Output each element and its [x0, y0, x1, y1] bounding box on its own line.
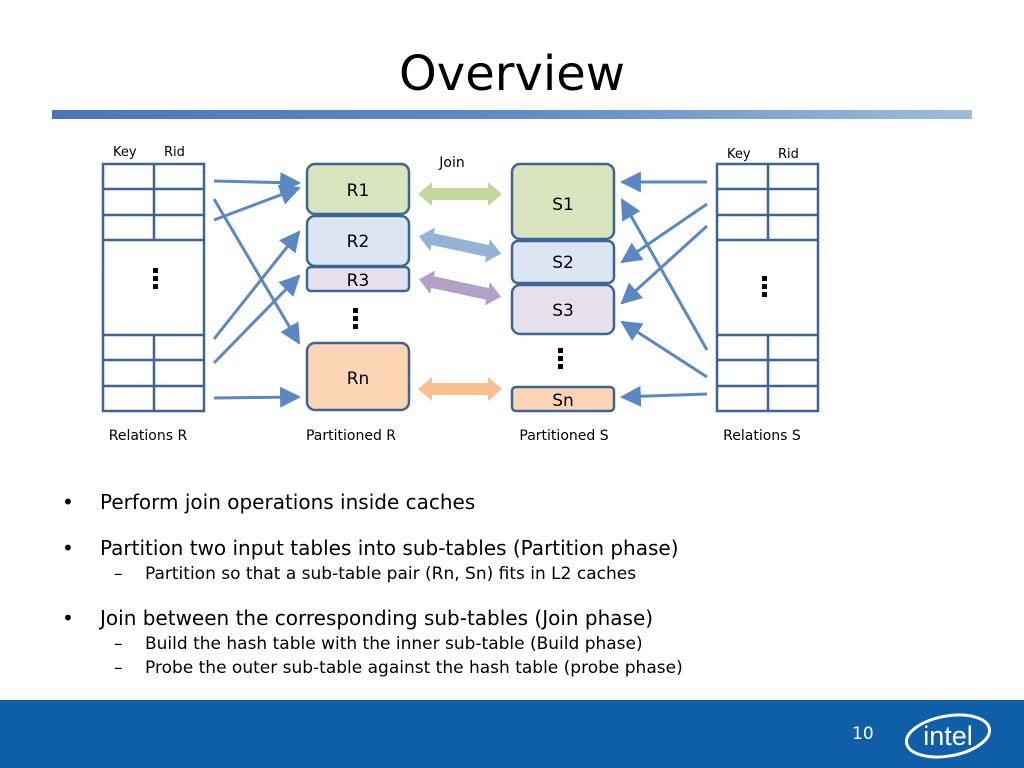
- partition-s2: [510, 239, 616, 285]
- partition-r1-label: R1: [347, 181, 370, 201]
- relations-r-key-header: Key: [113, 145, 137, 160]
- partition-r2-label: R2: [347, 232, 370, 252]
- partition-s2-label: S2: [552, 253, 574, 273]
- intel-logo: intel: [904, 713, 992, 759]
- partition-rn: [305, 341, 411, 412]
- partition-sn-label: Sn: [552, 391, 574, 411]
- partitioned-s-ellipsis: [558, 348, 563, 369]
- bullet-text: Join between the corresponding sub-table…: [100, 606, 654, 630]
- intel-logo-text: intel: [923, 721, 973, 751]
- partitioned-s-caption: Partitioned S: [519, 428, 608, 444]
- bullet-text: Partition two input tables into sub-tabl…: [100, 536, 679, 560]
- relations-s-rid-header: Rid: [778, 147, 799, 162]
- partition-arrows-r: [212, 172, 302, 408]
- partition-r1: [305, 162, 411, 216]
- relations-r-rid-header: Rid: [164, 145, 185, 160]
- partition-arrows-s: [619, 171, 709, 407]
- partition-sn: [510, 385, 616, 413]
- sub-bullet-item: Partition so that a sub-table pair (Rn, …: [100, 562, 960, 586]
- partition-s1: [510, 162, 616, 241]
- relations-r-caption: Relations R: [109, 428, 188, 444]
- footer-bar: 10 intel: [0, 700, 1024, 768]
- slide-title: Overview: [399, 46, 625, 102]
- partition-rn-label: Rn: [347, 369, 370, 389]
- title-underline-bar: [52, 110, 972, 119]
- join-arrow-r3-s3: [418, 270, 502, 306]
- bullet-list: Perform join operations inside caches Pa…: [60, 488, 960, 680]
- sub-bullet-item: Build the hash table with the inner sub-…: [100, 632, 960, 656]
- bullet-item: Join between the corresponding sub-table…: [60, 604, 960, 680]
- relations-s-ellipsis: [762, 276, 767, 297]
- partitioned-r-ellipsis: [353, 308, 358, 329]
- relations-r-table: [101, 162, 206, 413]
- join-arrow-rn-sn: [418, 377, 502, 401]
- partition-join-diagram: Key Rid Relations R Key Rid Relations S …: [101, 145, 820, 444]
- page-number: 10: [852, 724, 874, 744]
- partition-s1-label: S1: [552, 195, 574, 215]
- join-label: Join: [438, 155, 464, 171]
- sub-bullet-item: Probe the outer sub-table against the ha…: [100, 656, 960, 680]
- join-arrow-r2-s2: [418, 227, 502, 263]
- bullet-item: Perform join operations inside caches: [60, 488, 960, 516]
- relations-r-ellipsis: [153, 268, 158, 289]
- relations-s-caption: Relations S: [723, 428, 801, 444]
- bullet-item: Partition two input tables into sub-tabl…: [60, 534, 960, 586]
- join-arrow-r1-s1: [418, 182, 502, 206]
- partition-r3-label: R3: [347, 271, 370, 291]
- partitioned-r-caption: Partitioned R: [306, 428, 396, 444]
- partition-r3: [305, 265, 411, 293]
- partition-s3-label: S3: [552, 301, 574, 321]
- bullet-text: Perform join operations inside caches: [100, 490, 476, 514]
- relations-s-table: [715, 162, 820, 413]
- relations-s-key-header: Key: [727, 147, 751, 162]
- partition-s3: [510, 283, 616, 336]
